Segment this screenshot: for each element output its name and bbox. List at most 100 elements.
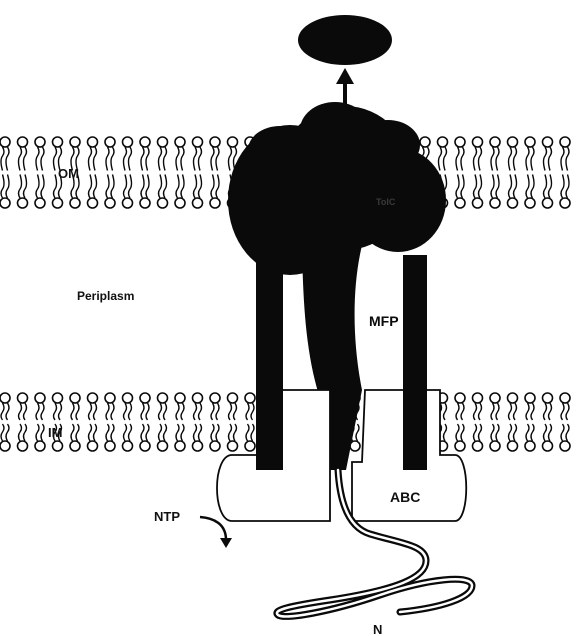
lipid-tail [24,403,27,420]
lipid-tail [41,424,44,441]
lipid-tail [19,175,22,199]
lipid-tail [76,424,79,441]
lipid-tail [146,147,149,171]
lipid-head [53,393,63,403]
lipid-tail [124,403,127,420]
lipid-tail [59,403,62,420]
lipid-head [525,137,535,147]
lipid-tail [544,147,547,171]
lipid-head [210,441,220,451]
lipid-head [35,137,45,147]
lipid-tail [199,403,202,420]
lipid-tail [491,424,494,441]
lipid-head [70,441,80,451]
lipid-head [210,393,220,403]
lipid-tail [76,403,79,420]
lipid-tail [496,403,499,420]
lipid-head [193,441,203,451]
lipid-tail [181,403,184,420]
lipid-tail [1,175,4,199]
label-fusion-protein: MFP [369,313,399,329]
lipid-tail [531,147,534,171]
lipid-tail [461,147,464,171]
lipid-tail [194,147,197,171]
lipid-tail [164,424,167,441]
lipid-tail [1,424,4,441]
lipid-tail [176,147,179,171]
lipid-head [88,441,98,451]
lipid-head [560,393,570,403]
lipid-tail [444,424,447,441]
lipid-tail [566,403,569,420]
lipid-head [473,441,483,451]
lipid-head [490,393,500,403]
lipid-tail [194,175,197,199]
lipid-tail [36,175,39,199]
lipid-head [175,393,185,403]
lipid-tail [124,175,127,199]
ntp-arrow [200,517,232,548]
lipid-head [105,441,115,451]
lipid-tail [456,175,459,199]
lipid-head [490,441,500,451]
lipid-tail [36,424,39,441]
lipid-tail [216,147,219,171]
lipid-tail [544,403,547,420]
lipid-tail [456,403,459,420]
lipid-head [123,393,133,403]
lipid-head [473,137,483,147]
lipid-tail [251,424,254,441]
lipid-tail [216,424,219,441]
lipid-tail [176,424,179,441]
lipid-tail [526,147,529,171]
lipid-tail [549,403,552,420]
lipid-head [140,393,150,403]
lipid-tail [89,403,92,420]
lipid-tail [1,147,4,171]
lipid-tail [549,175,552,199]
lipid-tail [89,424,92,441]
lipid-head [525,198,535,208]
lipid-tail [41,147,44,171]
lipid-head [525,441,535,451]
lipid-tail [544,175,547,199]
lipid-tail [544,424,547,441]
lipid-head [508,441,518,451]
lipid-head [508,198,518,208]
lipid-tail [509,424,512,441]
lipid-head [158,198,168,208]
lipid-head [245,393,255,403]
lipid-tail [41,175,44,199]
lipid-tail [106,175,109,199]
lipid-head [455,198,465,208]
lipid-head [210,137,220,147]
lipid-tail [251,403,254,420]
lipid-tail [526,403,529,420]
lipid-tail [566,147,569,171]
lipid-tail [141,175,144,199]
lipid-head [508,393,518,403]
lipid-head [35,198,45,208]
lipid-tail [106,147,109,171]
lipid-head [158,137,168,147]
lipid-tail [356,424,359,441]
label-nucleotide: NTP [154,509,180,524]
lipid-head [473,198,483,208]
lipid-tail [229,424,232,441]
lipid-head [560,137,570,147]
lipid-tail [526,175,529,199]
lipid-tail [111,175,114,199]
label-outer-membrane: OM [58,166,79,181]
lipid-tail [6,175,9,199]
lipid-tail [129,175,132,199]
lipid-tail [106,403,109,420]
mfp-right-pillar-front [403,390,427,470]
lipid-head [0,441,10,451]
lipid-head [105,137,115,147]
lipid-tail [181,175,184,199]
lipid-tail [479,175,482,199]
lipid-tail [94,403,97,420]
lipid-tail [561,403,564,420]
lipid-tail [526,424,529,441]
